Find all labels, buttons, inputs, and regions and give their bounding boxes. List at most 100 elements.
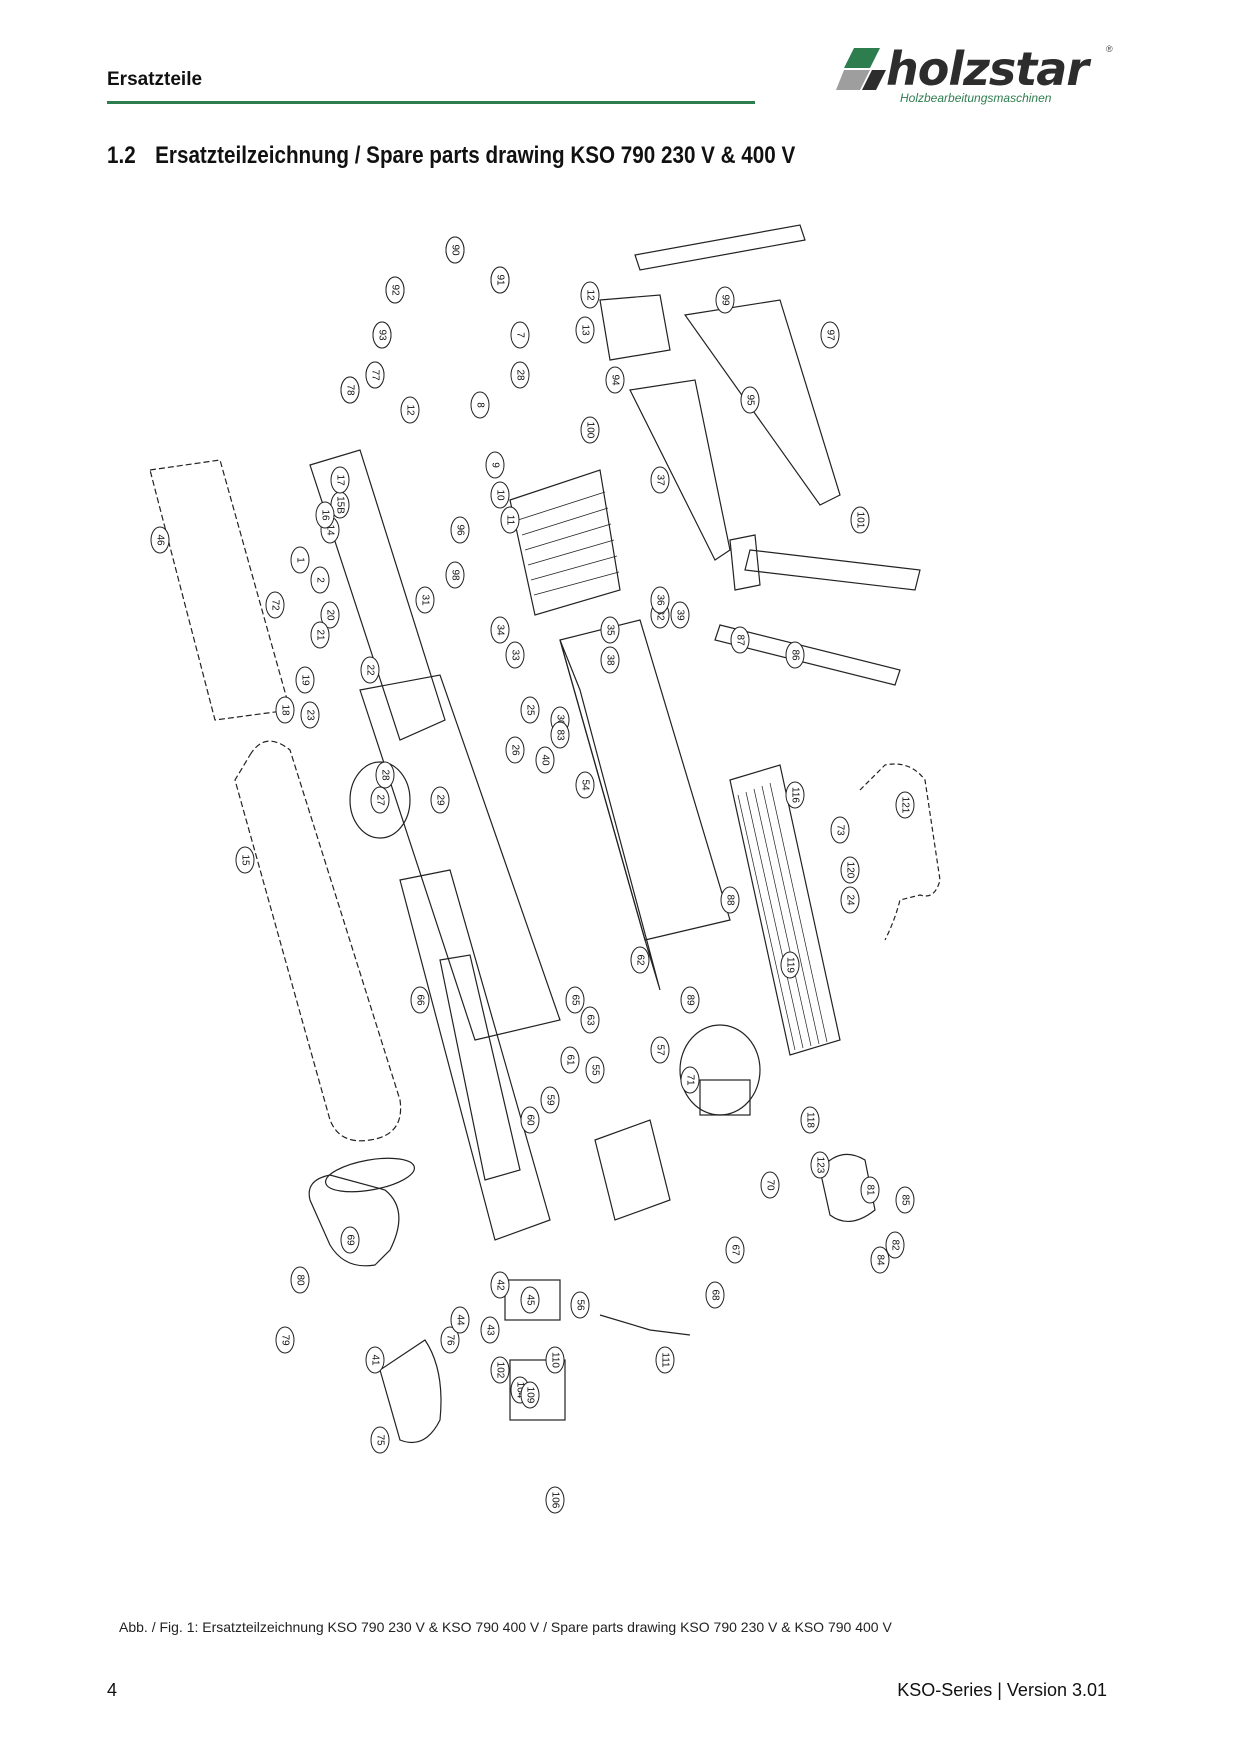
part-callout-circle xyxy=(330,466,350,494)
part-number: 102 xyxy=(495,1362,506,1379)
drawing-dust-hood xyxy=(379,1339,442,1444)
part-callout-circle xyxy=(850,506,870,534)
part-number: 22 xyxy=(365,664,376,676)
part-number: 97 xyxy=(825,329,836,341)
part-callout-circle xyxy=(310,566,330,594)
part-callout: 20 xyxy=(320,601,340,629)
part-callout-circle xyxy=(740,386,760,414)
part-callout-circle xyxy=(605,366,625,394)
part-callout-circle xyxy=(670,601,690,629)
part-number: 30 xyxy=(555,714,566,726)
part-callout-circle xyxy=(430,786,450,814)
part-number: 43 xyxy=(485,1324,496,1336)
part-callout-circle xyxy=(785,781,805,809)
part-number: 98 xyxy=(450,569,461,581)
part-callout: 46 xyxy=(150,526,170,554)
part-callout-circle xyxy=(630,946,650,974)
part-callout-circle xyxy=(235,846,255,874)
part-callout-circle xyxy=(505,641,525,669)
part-number: 73 xyxy=(835,824,846,836)
part-callout: 89 xyxy=(680,986,700,1014)
part-callout: 18 xyxy=(275,696,295,724)
footer-version: KSO-Series | Version 3.01 xyxy=(897,1680,1107,1700)
part-number: 41 xyxy=(370,1354,381,1366)
part-callout-circle xyxy=(725,1236,745,1264)
part-callout-circle xyxy=(820,321,840,349)
part-callout: 2 xyxy=(310,566,330,594)
part-callout: 65 xyxy=(565,986,585,1014)
part-callout-circle xyxy=(730,626,750,654)
part-number: 36 xyxy=(655,594,666,606)
part-callout-circle xyxy=(490,481,510,509)
part-callout-circle xyxy=(585,1056,605,1084)
drawing-switch-cover xyxy=(504,1279,561,1321)
part-callout-circle xyxy=(310,621,330,649)
part-callout: 109 xyxy=(520,1381,540,1409)
part-callout: 116 xyxy=(785,781,805,809)
part-number: 92 xyxy=(390,284,401,296)
part-callout-circle xyxy=(655,1346,675,1374)
part-number: 14 xyxy=(325,524,336,536)
part-number: 87 xyxy=(735,634,746,646)
part-callout: 76 xyxy=(440,1326,460,1354)
part-number: 104 xyxy=(515,1382,526,1399)
part-callout-circle xyxy=(500,506,520,534)
drawing-blade-guard xyxy=(819,1153,876,1222)
part-number: 70 xyxy=(765,1179,776,1191)
part-number: 75 xyxy=(375,1434,386,1446)
part-callout: 119 xyxy=(780,951,800,979)
part-callout: 41 xyxy=(365,1346,385,1374)
part-callout-circle xyxy=(295,666,315,694)
part-callout-circle xyxy=(445,561,465,589)
part-callout: 118 xyxy=(800,1106,820,1134)
drawing-belt-lower xyxy=(234,740,402,1142)
drawing-frame-side xyxy=(439,954,521,1181)
part-callout-circle xyxy=(372,321,392,349)
part-number: 101 xyxy=(855,512,866,529)
drawing-main-frame-upper xyxy=(309,449,446,741)
part-callout-circle xyxy=(445,236,465,264)
part-callout-circle xyxy=(895,1186,915,1214)
part-number: 55 xyxy=(590,1064,601,1076)
part-callout-circle xyxy=(520,1381,540,1409)
part-number: 111 xyxy=(660,1352,671,1368)
part-callout: 123 xyxy=(810,1151,830,1179)
part-number: 29 xyxy=(435,794,446,806)
part-number: 2 xyxy=(315,577,326,583)
part-callout-circle xyxy=(895,791,915,819)
logo-registered-mark: ® xyxy=(1106,44,1113,54)
part-callout: 35 xyxy=(600,616,620,644)
part-callout-circle xyxy=(340,1226,360,1254)
part-callout: 45 xyxy=(520,1286,540,1314)
part-callout: 101 xyxy=(850,506,870,534)
part-number: 28 xyxy=(380,769,391,781)
part-number: 79 xyxy=(280,1334,291,1346)
part-callout-circle xyxy=(275,696,295,724)
part-callout-circle xyxy=(490,1271,510,1299)
part-number: 62 xyxy=(635,954,646,966)
drawing-stand-lower-bar xyxy=(714,624,901,686)
part-callout-circle xyxy=(520,696,540,724)
part-callout: 81 xyxy=(860,1176,880,1204)
part-callout: 43 xyxy=(480,1316,500,1344)
part-callout: 120 xyxy=(840,856,860,884)
part-callout-circle xyxy=(370,786,390,814)
part-callout-circle xyxy=(485,451,505,479)
part-callout-circle xyxy=(780,951,800,979)
part-number: 77 xyxy=(370,369,381,381)
part-callout: 29 xyxy=(430,786,450,814)
part-number: 39 xyxy=(675,609,686,621)
part-number: 8 xyxy=(475,402,486,408)
part-callout: 1 xyxy=(290,546,310,574)
part-number: 85 xyxy=(900,1194,911,1206)
part-callout-circle xyxy=(440,1326,460,1354)
part-callout-circle xyxy=(550,721,570,749)
part-callout: 71 xyxy=(680,1066,700,1094)
part-callout-circle xyxy=(300,701,320,729)
part-callout-circle xyxy=(840,886,860,914)
part-callout-circle xyxy=(860,1176,880,1204)
part-callout-circle xyxy=(560,1046,580,1074)
part-number: 11 xyxy=(505,515,516,526)
part-callout-circle xyxy=(575,316,595,344)
part-callout: 73 xyxy=(830,816,850,844)
